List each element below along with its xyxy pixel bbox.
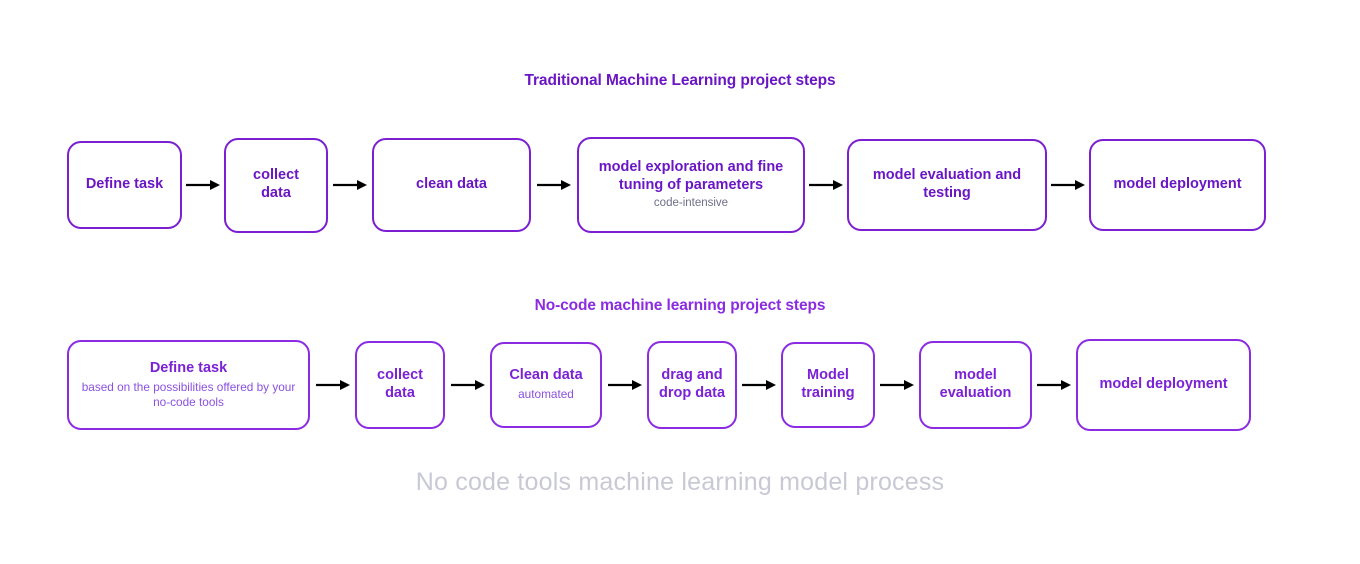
- step-box-model-deployment[interactable]: model deployment: [1076, 339, 1251, 431]
- arrow-icon: [182, 178, 224, 192]
- step-title: collect data: [253, 167, 299, 201]
- flow-nocode: Define task based on the possibilities o…: [0, 330, 1360, 440]
- section-heading-nocode: No-code machine learning project steps: [534, 297, 826, 314]
- step-title: Model training: [801, 367, 855, 401]
- step-box-model-evaluation[interactable]: model evaluation: [919, 341, 1032, 429]
- arrow-icon: [531, 178, 577, 192]
- step-subtitle: based on the possibilities offered by yo…: [81, 379, 296, 409]
- step-box-drag-and-drop-data[interactable]: drag and drop data: [647, 341, 737, 429]
- step-title: model deployment: [1099, 376, 1228, 393]
- step-box-clean-data[interactable]: clean data: [372, 138, 531, 232]
- step-subtitle: automated: [518, 387, 574, 402]
- step-title: Clean data: [509, 367, 583, 384]
- step-box-define-task[interactable]: Define task: [67, 141, 182, 229]
- step-title: model exploration and fine tuning of par…: [598, 158, 784, 193]
- arrow-icon: [805, 178, 847, 192]
- arrow-icon: [1047, 178, 1089, 192]
- step-subtitle: code-intensive: [653, 197, 729, 210]
- step-box-model-exploration[interactable]: model exploration and fine tuning of par…: [577, 137, 805, 233]
- arrow-icon: [328, 178, 372, 192]
- step-title: drag and drop data: [658, 367, 726, 401]
- step-title: clean data: [416, 176, 487, 193]
- step-title: collect data: [377, 367, 423, 401]
- flow-traditional: Define task collect data clean data: [0, 130, 1360, 240]
- diagram-caption: No code tools machine learning model pro…: [415, 468, 945, 496]
- step-box-model-training[interactable]: Model training: [781, 342, 875, 428]
- arrow-icon: [1032, 378, 1076, 392]
- step-title: Define task: [85, 176, 164, 193]
- step-title: model evaluation and testing: [872, 167, 1022, 201]
- arrow-icon: [445, 378, 490, 392]
- step-title: Define task: [149, 359, 228, 376]
- step-title: model deployment: [1113, 176, 1242, 193]
- step-box-model-evaluation-testing[interactable]: model evaluation and testing: [847, 139, 1047, 231]
- section-heading-traditional: Traditional Machine Learning project ste…: [524, 72, 836, 89]
- step-box-collect-data[interactable]: collect data: [355, 341, 445, 429]
- step-box-clean-data[interactable]: Clean data automated: [490, 342, 602, 428]
- step-title: model evaluation: [939, 367, 1012, 401]
- arrow-icon: [602, 378, 647, 392]
- arrow-icon: [875, 378, 919, 392]
- arrow-icon: [737, 378, 781, 392]
- arrow-icon: [310, 378, 355, 392]
- step-box-collect-data[interactable]: collect data: [224, 137, 328, 233]
- step-box-model-deployment[interactable]: model deployment: [1089, 139, 1266, 231]
- step-box-define-task[interactable]: Define task based on the possibilities o…: [67, 340, 310, 430]
